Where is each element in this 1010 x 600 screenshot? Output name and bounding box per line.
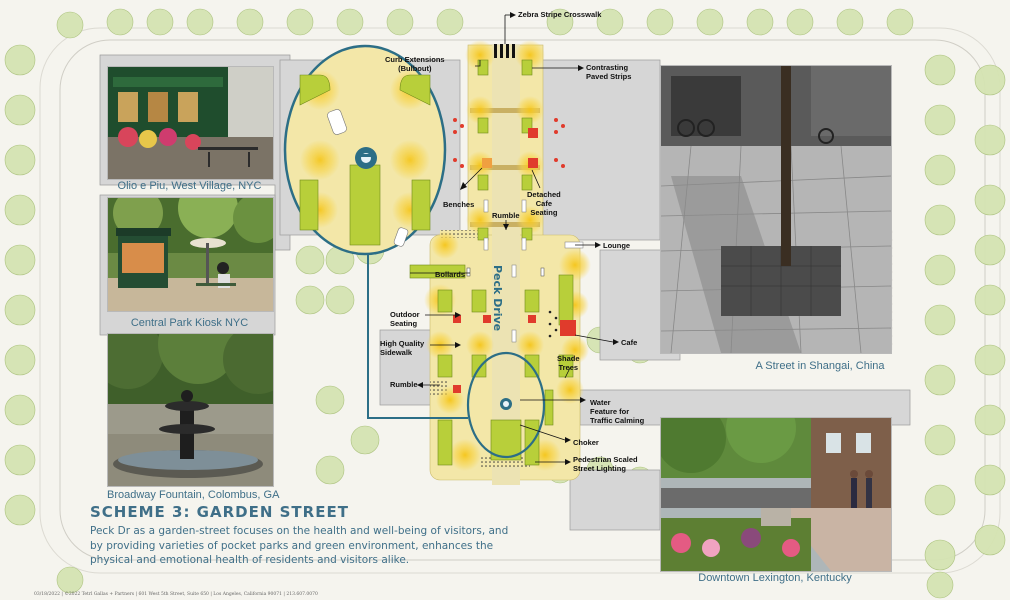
label-street-lighting: Pedestrian Scaled Street Lighting: [573, 455, 638, 473]
photo-caption: Broadway Fountain, Colombus, GA: [107, 489, 280, 501]
footer-credits: 03/18/2022 | ©2022 Tetrl Gallas + Partne…: [34, 592, 318, 597]
label-bollards: Bollards: [435, 270, 466, 279]
label-contrasting-strips: Contrasting Paved Strips: [586, 63, 632, 81]
photo-lexington: [660, 417, 892, 572]
leader-arrows: [417, 12, 619, 465]
label-detached-cafe: Detached Cafe Seating: [527, 190, 561, 217]
label-lounge: Lounge: [603, 241, 631, 250]
label-zebra-crosswalk: Zebra Stripe Crosswalk: [518, 10, 602, 19]
photo-broadway-fountain: [107, 333, 274, 487]
scheme-description: Peck Dr as a garden-street focuses on th…: [90, 525, 509, 566]
lawn-planters: [409, 59, 574, 466]
label-benches: Benches: [443, 200, 475, 209]
street-name: Peck Drive: [491, 265, 504, 332]
label-curb-extensions: Curb Extensions (Bulbout): [385, 55, 445, 73]
benches: [483, 199, 527, 343]
scheme-title: SCHEME 3: GARDEN STREET: [90, 503, 349, 521]
label-choker: Choker: [573, 438, 599, 447]
photo-caption: Olio e Piu, West Village, NYC: [117, 180, 262, 192]
photo-central-park-kiosk: [107, 197, 274, 312]
label-outdoor-seating: Outdoor Seating: [390, 310, 420, 328]
photo-caption: Downtown Lexington, Kentucky: [698, 572, 852, 584]
bollards: [466, 267, 545, 277]
photo-caption: Central Park Kiosk NYC: [130, 317, 249, 329]
photo-olio-e-piu: [107, 66, 274, 180]
photo-shanghai-street: [660, 65, 892, 354]
label-shade-trees: Shade Trees: [557, 354, 580, 372]
cafe-seating: [453, 118, 576, 393]
roundabout: [466, 351, 546, 459]
magnified-detail: [283, 44, 447, 256]
label-high-quality-sidewalk: High Quality Sidewalk: [380, 339, 425, 357]
label-water-feature: Water Feature for Traffic Calming: [590, 398, 645, 425]
label-cafe: Cafe: [621, 338, 638, 347]
leader-lines: [410, 14, 614, 463]
photo-caption: A Street in Shangai, China: [755, 360, 885, 372]
label-rumble-top: Rumble: [492, 211, 520, 220]
label-rumble-left: Rumble: [390, 380, 418, 389]
